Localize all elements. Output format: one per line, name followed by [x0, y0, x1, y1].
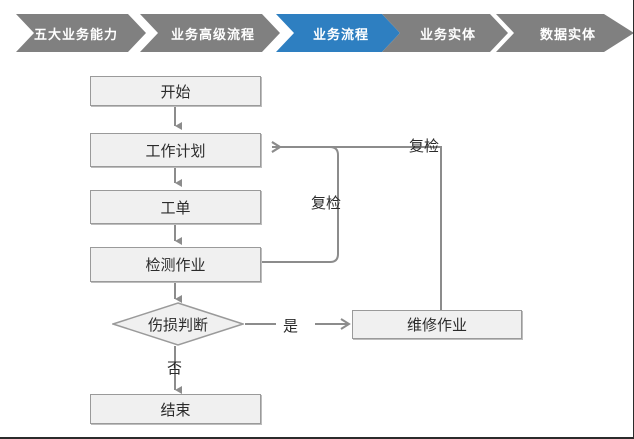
breadcrumb-item-3-label: 业务流程 [312, 26, 369, 42]
edge-label-recheck-outer: 复检 [409, 138, 440, 155]
breadcrumb-item-1-label: 五大业务能力 [33, 26, 118, 42]
edge-label-no: 否 [167, 360, 183, 377]
node-inspection[interactable]: 检测作业 [90, 247, 261, 282]
node-end[interactable]: 结束 [90, 394, 261, 424]
breadcrumb-item-2-label: 业务高级流程 [170, 26, 255, 42]
breadcrumb: 五大业务能力 业务高级流程 业务流程 业务实体 数据实体 [0, 14, 634, 52]
breadcrumb-item-3-active[interactable]: 业务流程 [276, 14, 400, 52]
breadcrumb-item-2[interactable]: 业务高级流程 [140, 14, 280, 52]
edge-repair-recheck-to-workplan [271, 141, 442, 311]
node-decision-label: 伤损判断 [147, 316, 208, 334]
breadcrumb-item-5-label: 数据实体 [539, 26, 596, 42]
edge-label-yes: 是 [283, 318, 299, 335]
decision-diamond-shape [112, 302, 244, 346]
node-decision[interactable]: 伤损判断 [112, 302, 244, 346]
breadcrumb-item-4-label: 业务实体 [419, 26, 476, 42]
node-work-order[interactable]: 工单 [90, 190, 261, 224]
node-work-plan[interactable]: 工作计划 [90, 133, 261, 167]
node-repair-label: 维修作业 [406, 317, 467, 334]
breadcrumb-item-4[interactable]: 业务实体 [382, 14, 508, 52]
node-work-order-label: 工单 [160, 199, 191, 217]
node-end-label: 结束 [160, 401, 191, 419]
node-work-plan-label: 工作计划 [145, 142, 206, 160]
node-start-label: 开始 [160, 83, 191, 101]
edge-label-recheck-inner: 复检 [311, 195, 342, 212]
node-start[interactable]: 开始 [90, 76, 261, 106]
node-inspection-label: 检测作业 [145, 257, 206, 274]
breadcrumb-item-5[interactable]: 数据实体 [496, 14, 634, 52]
node-repair[interactable]: 维修作业 [352, 310, 522, 339]
